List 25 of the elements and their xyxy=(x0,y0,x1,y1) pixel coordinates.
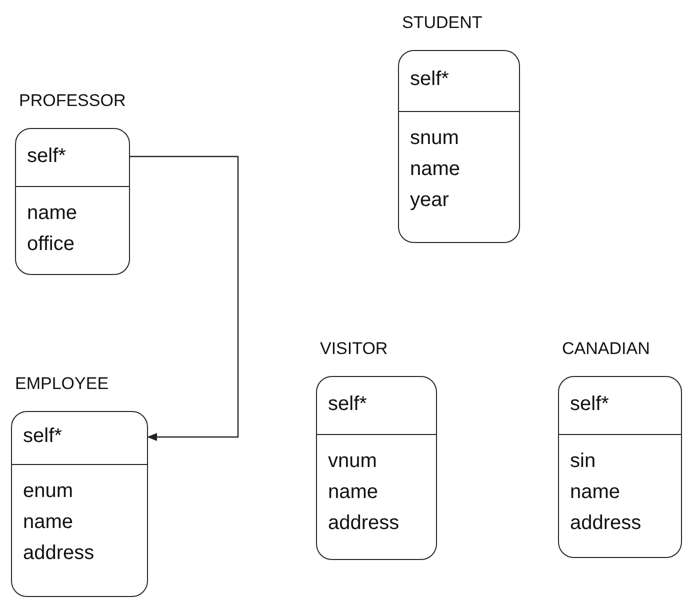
attribute: snum xyxy=(410,126,460,151)
key-attribute: self* xyxy=(23,425,62,448)
arrow xyxy=(130,156,239,441)
key-attribute: self* xyxy=(570,392,609,416)
attribute: name xyxy=(410,157,460,182)
attribute: vnum xyxy=(328,449,378,474)
attribute: sin xyxy=(570,449,597,474)
entity-name: CANADIAN xyxy=(562,339,650,359)
entity-name: PROFESSOR xyxy=(19,91,126,111)
entity-name: EMPLOYEE xyxy=(15,374,109,394)
attribute: name xyxy=(328,480,380,505)
entity-name: VISITOR xyxy=(320,339,388,359)
key-attribute: self* xyxy=(328,392,367,416)
attribute: address xyxy=(570,511,642,536)
key-attribute: self* xyxy=(27,144,66,168)
attribute: office xyxy=(27,232,76,257)
attribute: name xyxy=(23,510,74,535)
key-attribute: self* xyxy=(410,68,449,91)
attribute: name xyxy=(570,480,622,505)
attribute: address xyxy=(23,541,94,566)
attribute: name xyxy=(27,201,78,226)
entity-name: STUDENT xyxy=(402,13,482,33)
attribute: address xyxy=(328,511,400,536)
attribute: year xyxy=(410,188,450,213)
attribute: enum xyxy=(23,479,74,504)
